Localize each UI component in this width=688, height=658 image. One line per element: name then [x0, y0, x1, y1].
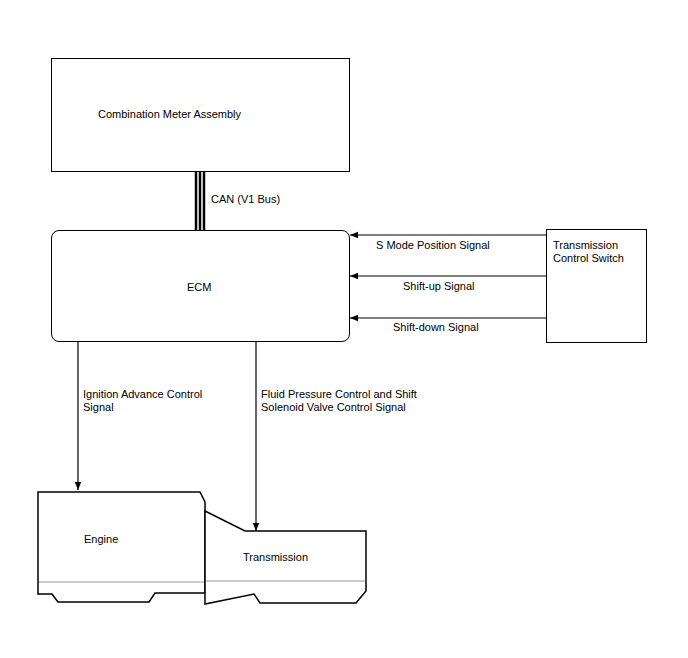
connector-line: [350, 317, 546, 318]
outline-shape: [38, 490, 205, 604]
shade-line: [39, 582, 204, 583]
signal-arrow: [350, 235, 546, 236]
ecm-box: ECM: [51, 230, 350, 342]
connector-line: [255, 342, 256, 531]
signal-arrow: [350, 318, 546, 319]
connector-line: [199, 172, 202, 230]
module-box: Combination Meter Assembly: [51, 58, 350, 172]
node-label: ECM: [187, 281, 247, 294]
node-label: Transmission: [243, 551, 343, 564]
node-label: Combination Meter Assembly: [98, 108, 328, 121]
signal-arrow: [256, 342, 257, 531]
switch-box: Transmission Control Switch: [546, 229, 647, 343]
signal-label: Shift-down Signal: [392, 321, 480, 334]
transmission-shape: Transmission: [205, 503, 366, 604]
signal-label: S Mode Position Signal: [375, 239, 491, 252]
connector-line: [203, 172, 206, 230]
node-label: Engine: [84, 533, 154, 546]
signal-label: Ignition Advance Control Signal: [82, 388, 219, 414]
signal-label: Shift-up Signal: [402, 280, 476, 293]
signal-arrow: [350, 276, 546, 277]
node-label: Transmission Control Switch: [553, 239, 641, 265]
shade-line: [206, 581, 365, 582]
connector-line: [195, 172, 198, 230]
connector-line: [77, 342, 78, 490]
signal-label: CAN (V1 Bus): [210, 193, 281, 206]
connector-line: [350, 275, 546, 276]
signal-label: Fluid Pressure Control and Shift Solenoi…: [260, 388, 422, 414]
outline: [38, 492, 205, 602]
connector-line: [350, 234, 546, 235]
signal-arrow: [78, 342, 79, 490]
can-bus-line: [196, 172, 204, 230]
engine-shape: Engine: [38, 490, 205, 604]
outline: [205, 511, 366, 604]
